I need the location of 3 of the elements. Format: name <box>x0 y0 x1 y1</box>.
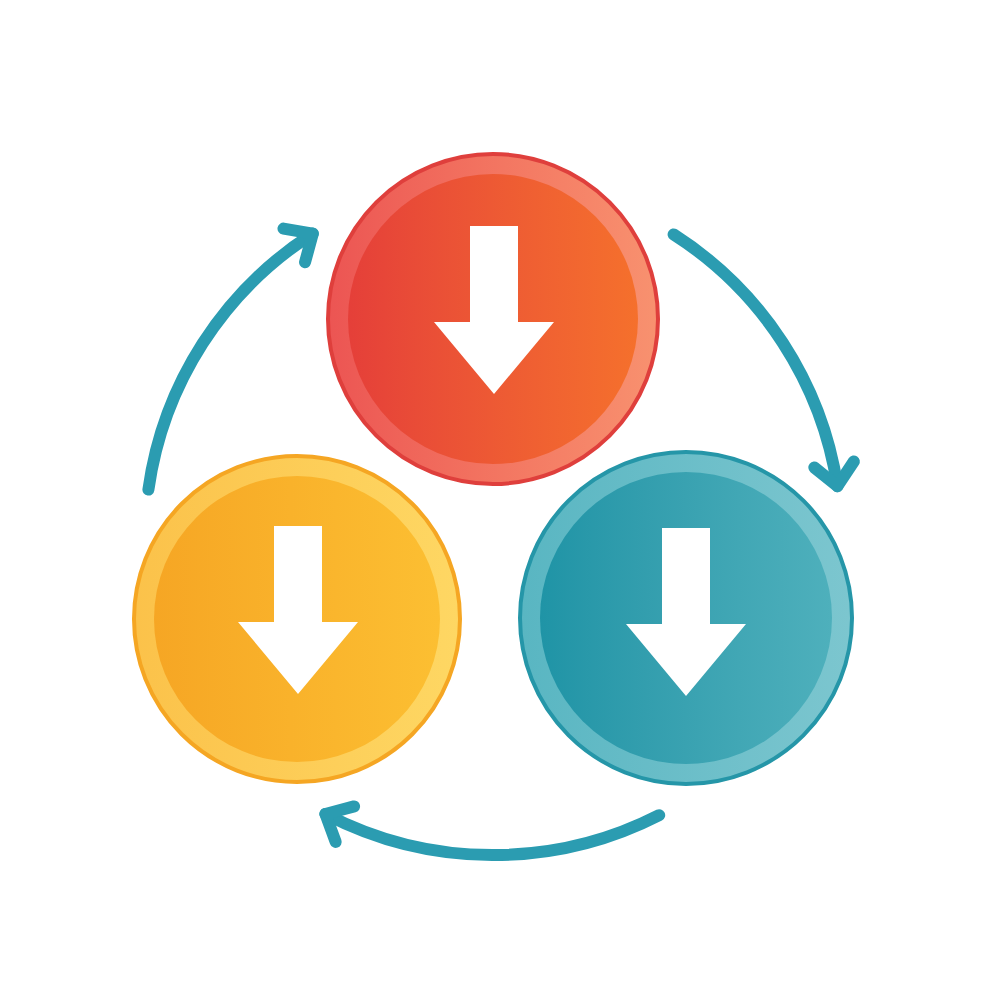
cycle-arrow <box>667 228 859 493</box>
cycle-arrow <box>142 224 319 496</box>
cycle-arrow <box>319 798 666 862</box>
